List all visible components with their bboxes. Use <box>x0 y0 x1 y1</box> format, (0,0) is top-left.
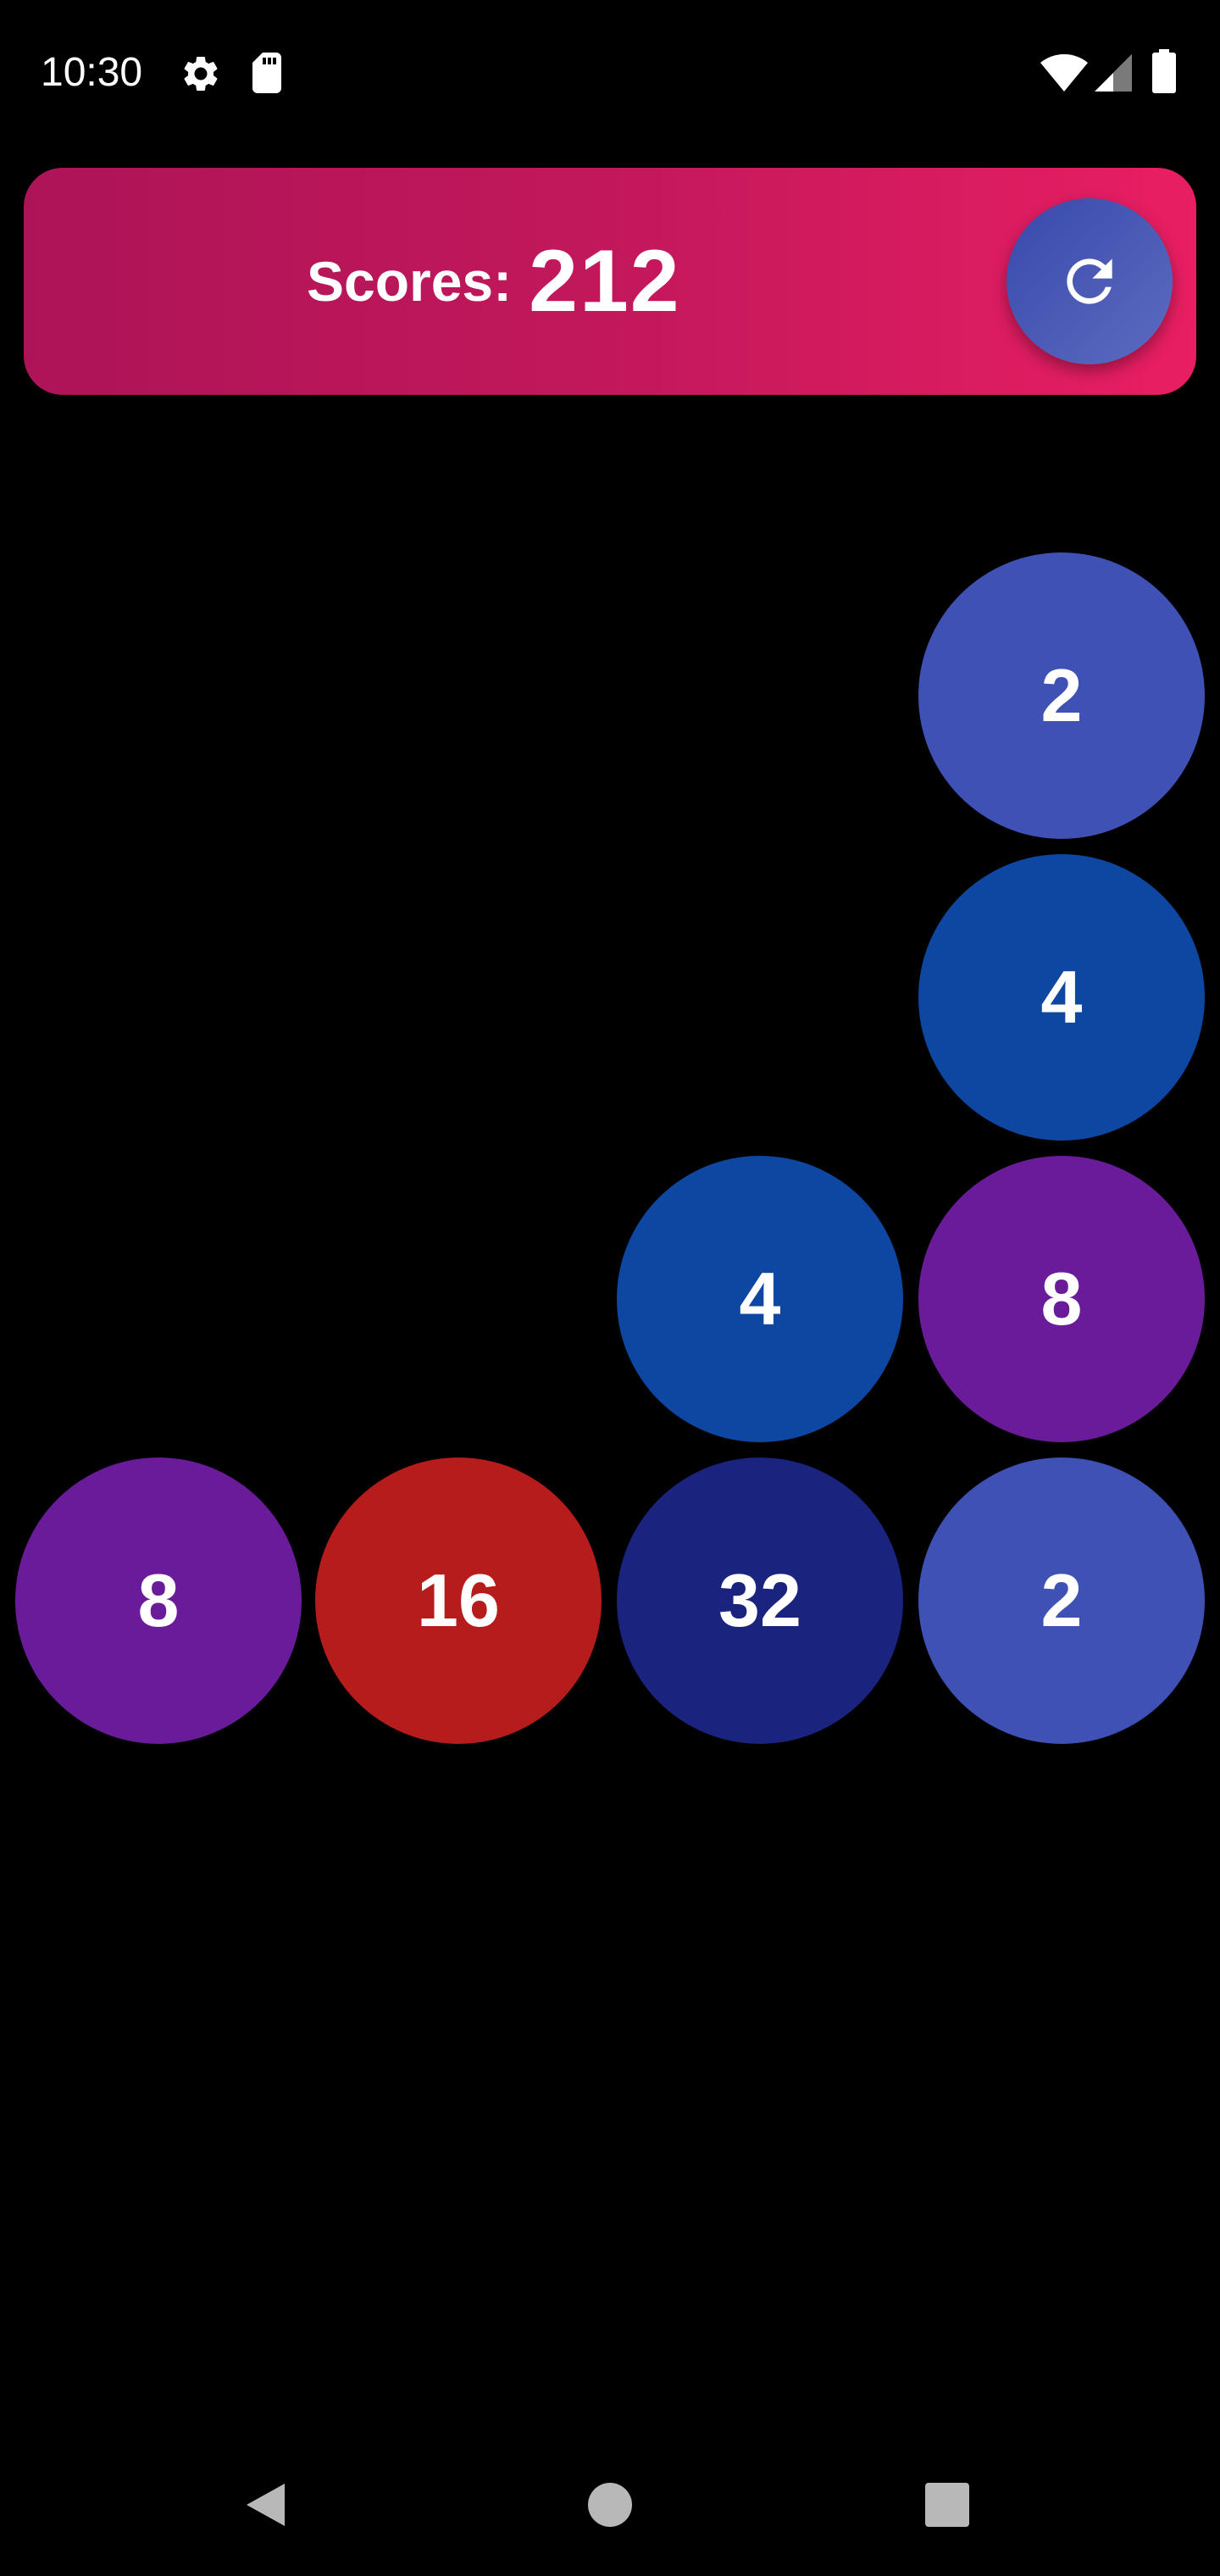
tile: 2 <box>918 552 1205 839</box>
tile: 8 <box>918 1156 1205 1442</box>
sd-card-icon <box>252 53 281 93</box>
navigation-bar <box>0 2440 1220 2576</box>
score-label: Scores: <box>307 250 513 313</box>
score-value: 212 <box>529 231 681 330</box>
tile: 16 <box>315 1457 602 1744</box>
tile-value: 32 <box>718 1558 801 1642</box>
tile: 4 <box>918 854 1205 1141</box>
refresh-button[interactable] <box>1006 198 1173 364</box>
tile-value: 16 <box>417 1558 500 1642</box>
status-time: 10:30 <box>41 50 143 95</box>
home-icon[interactable] <box>588 2483 632 2527</box>
tile: 4 <box>617 1156 903 1442</box>
tile: 32 <box>617 1457 903 1744</box>
recents-icon[interactable] <box>925 2483 969 2527</box>
signal-icon <box>1095 54 1132 92</box>
tile-value: 4 <box>739 1257 781 1341</box>
tile: 2 <box>918 1457 1205 1744</box>
gear-icon <box>184 57 218 91</box>
wifi-icon <box>1040 54 1088 92</box>
tile-value: 8 <box>1040 1257 1083 1341</box>
status-bar: 10:30 <box>0 0 1220 144</box>
score-panel: Scores: 212 <box>24 168 1196 395</box>
tile-value: 2 <box>1040 1558 1083 1642</box>
tile-value: 2 <box>1040 653 1083 737</box>
battery-icon <box>1152 49 1176 93</box>
tile-value: 4 <box>1040 955 1083 1039</box>
game-board[interactable]: 2 4 4 8 8 16 32 2 <box>0 508 1220 1779</box>
tile: 8 <box>15 1457 302 1744</box>
refresh-icon <box>1067 258 1112 304</box>
score-display: Scores: 212 <box>307 224 681 339</box>
tile-value: 8 <box>137 1558 180 1642</box>
back-icon[interactable] <box>242 2479 293 2530</box>
